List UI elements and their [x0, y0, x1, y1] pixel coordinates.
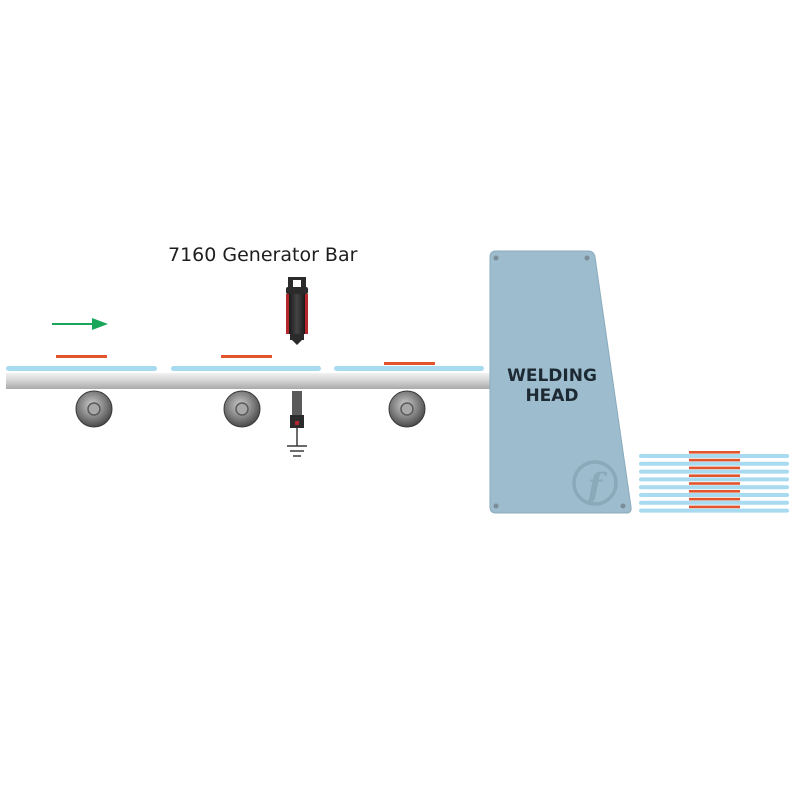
welding-head-label-line1: WELDING [507, 366, 597, 386]
roller [75, 390, 113, 428]
sheet [6, 366, 157, 371]
sheet [171, 366, 321, 371]
stack-strip [689, 451, 740, 454]
logo-letter: f [586, 466, 608, 506]
sheet [334, 366, 484, 371]
brand-f-icon: f [572, 460, 618, 506]
stack-sheet [639, 493, 789, 497]
output-stack [639, 451, 789, 513]
right-arrow-icon [52, 318, 108, 330]
roller [223, 390, 261, 428]
stack-strip [689, 458, 740, 462]
stack-sheet [639, 454, 789, 458]
stack-strip [689, 474, 740, 477]
stack-sheet [639, 485, 789, 490]
stack-strip [689, 505, 740, 509]
stack-strip [689, 482, 740, 485]
generator-bar [286, 277, 308, 345]
stack-sheet [639, 469, 789, 474]
strip [56, 355, 107, 358]
roller [388, 390, 426, 428]
stack-strip [689, 497, 740, 501]
strip [384, 362, 435, 365]
stack-sheet [639, 461, 789, 466]
generator-label: 7160 Generator Bar [168, 244, 358, 266]
welding-head-label: WELDING HEAD [492, 366, 612, 406]
welding-head [489, 250, 632, 514]
stack-sheet [639, 500, 789, 505]
stack-strip [689, 490, 740, 493]
conveyor-rail [6, 373, 490, 389]
stack-sheet [639, 508, 789, 513]
ground-icon [287, 445, 307, 457]
stack-sheet [639, 477, 789, 482]
ground-electrode [290, 391, 304, 446]
stack-strip [689, 466, 740, 470]
strip [221, 355, 272, 358]
welding-head-label-line2: HEAD [525, 386, 579, 406]
screw [493, 255, 626, 509]
